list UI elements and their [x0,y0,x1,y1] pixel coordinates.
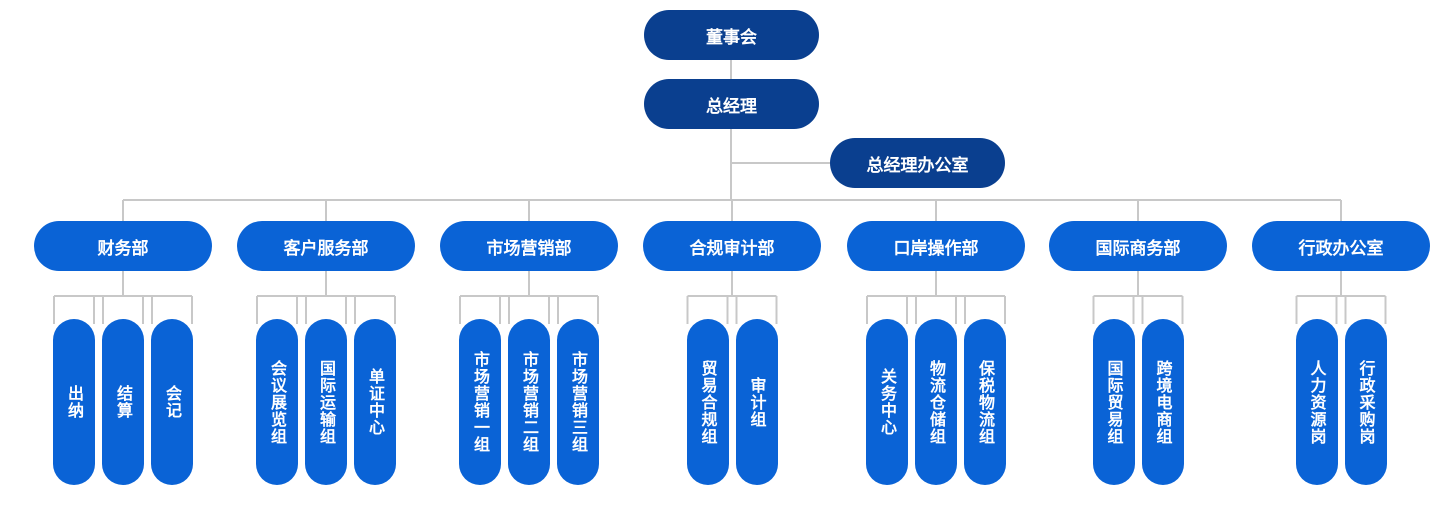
team-node: 结算 [102,319,144,485]
team-node: 关务中心 [866,319,908,485]
team-node: 国际贸易组 [1092,319,1135,485]
team-node: 跨境电商组 [1141,319,1184,485]
team-node: 物流仓储组 [915,319,957,485]
team-node: 人力资源岗 [1295,319,1338,485]
team-node: 国际运输组 [305,319,347,485]
general-manager-node: 总经理 [644,79,819,129]
team-node: 行政采购岗 [1344,319,1387,485]
board-node: 董事会 [644,10,819,60]
team-node: 市场营销一组 [459,319,501,485]
gm-office-node: 总经理办公室 [830,138,1005,188]
department-node: 合规审计部 [643,221,821,271]
department-node: 国际商务部 [1049,221,1227,271]
department-node: 行政办公室 [1252,221,1430,271]
team-node: 审计组 [735,319,778,485]
team-node: 保税物流组 [964,319,1006,485]
team-node: 贸易合规组 [686,319,729,485]
team-node: 出纳 [53,319,95,485]
team-node: 会记 [151,319,193,485]
department-node: 客户服务部 [237,221,415,271]
team-node: 市场营销二组 [508,319,550,485]
department-node: 口岸操作部 [847,221,1025,271]
team-node: 会议展览组 [256,319,298,485]
team-node: 单证中心 [354,319,396,485]
department-node: 市场营销部 [440,221,618,271]
team-node: 市场营销三组 [557,319,599,485]
department-node: 财务部 [34,221,212,271]
